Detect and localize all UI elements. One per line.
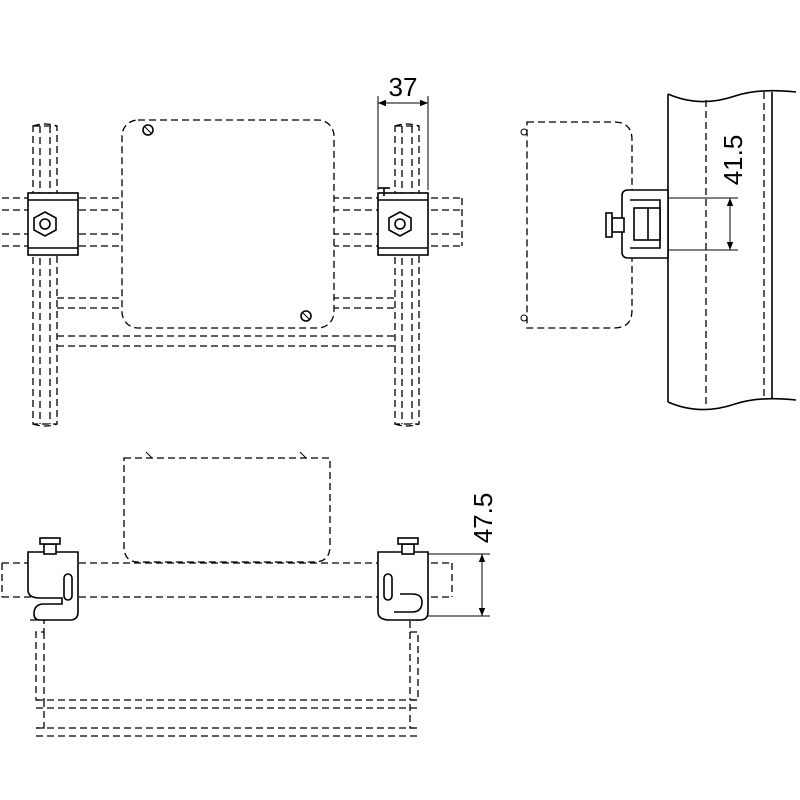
dimension-label-47-5: 47.5	[468, 493, 498, 544]
side-clamp	[605, 189, 669, 259]
right-clamp-top	[377, 537, 429, 621]
width-dimension: 37	[377, 72, 429, 190]
dimension-label-37: 37	[389, 72, 418, 102]
junction-box-top	[123, 451, 331, 563]
horizontal-channel	[2, 197, 463, 247]
dimension-label-41-5: 41.5	[718, 135, 748, 186]
hex-nut-icon	[33, 211, 57, 237]
top-height-dimension: 47.5	[428, 493, 498, 617]
junction-box-side	[520, 121, 633, 329]
screw-icon	[142, 124, 154, 136]
hex-nut-icon	[388, 211, 412, 237]
left-vertical-post	[32, 123, 58, 427]
right-vertical-post	[394, 123, 420, 427]
top-horizontal-channel	[1, 562, 453, 598]
left-clamp-top	[27, 537, 79, 621]
screw-icon	[300, 310, 312, 322]
top-view: 47.5	[1, 451, 498, 737]
side-view: 41.5	[520, 89, 797, 411]
ladder-rail-bottom	[30, 619, 420, 737]
junction-box-front	[121, 119, 335, 329]
right-clamp-front	[377, 187, 429, 256]
side-height-dimension: 41.5	[668, 135, 748, 251]
left-clamp-front	[27, 192, 79, 256]
front-view: 37	[2, 72, 463, 427]
